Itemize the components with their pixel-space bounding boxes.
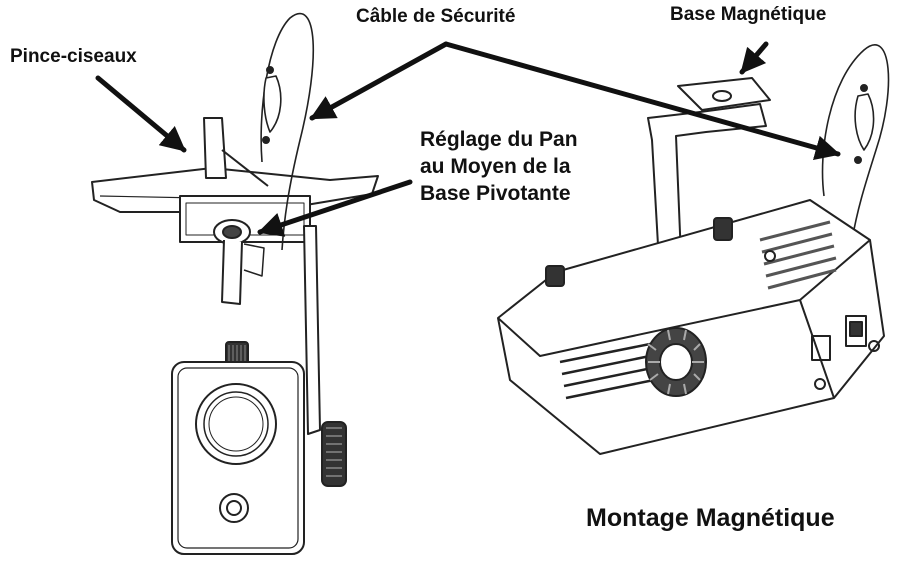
label-pan-adjust-line-3: Base Pivotante xyxy=(420,182,571,205)
fixture-lens xyxy=(195,383,277,465)
label-scissor-clamp: Pince-ciseaux xyxy=(10,46,137,67)
yoke-arm xyxy=(303,225,321,435)
clamp-fin xyxy=(203,117,227,179)
label-pan-adjust-line-1: Réglage du Pan xyxy=(420,128,578,151)
label-magnetic-base: Base Magnétique xyxy=(670,4,827,25)
callout-arrows xyxy=(95,41,841,237)
arrow-magnetic-base xyxy=(739,41,769,75)
arrow-safety-cable-left xyxy=(309,41,449,121)
label-safety-cable: Câble de Sécurité xyxy=(356,6,516,27)
arrow-safety-cable-right xyxy=(443,41,841,160)
label-pan-adjust-line-2: au Moyen de la xyxy=(420,155,571,178)
rear-switch-1 xyxy=(811,335,831,361)
magnetic-mount-fixture xyxy=(497,44,890,455)
magnetic-base-plate xyxy=(677,77,771,111)
rear-switch-2 xyxy=(845,315,867,347)
label-pan-adjust: Réglage du Pan au Moyen de la Base Pivot… xyxy=(420,126,578,207)
arrow-scissor-clamp xyxy=(95,75,187,153)
arrow-pan-adjust xyxy=(257,179,413,237)
right-safety-cable xyxy=(821,44,890,241)
side-knob xyxy=(321,421,347,487)
top-knob-2 xyxy=(713,217,733,241)
fixture-port xyxy=(219,493,249,523)
scissor-clamp-fixture xyxy=(91,12,379,555)
pivot-shaft xyxy=(221,239,243,305)
top-knob-1 xyxy=(545,265,565,287)
label-magnetic-mount: Montage Magnétique xyxy=(586,504,835,532)
fixture-housing xyxy=(497,199,885,455)
